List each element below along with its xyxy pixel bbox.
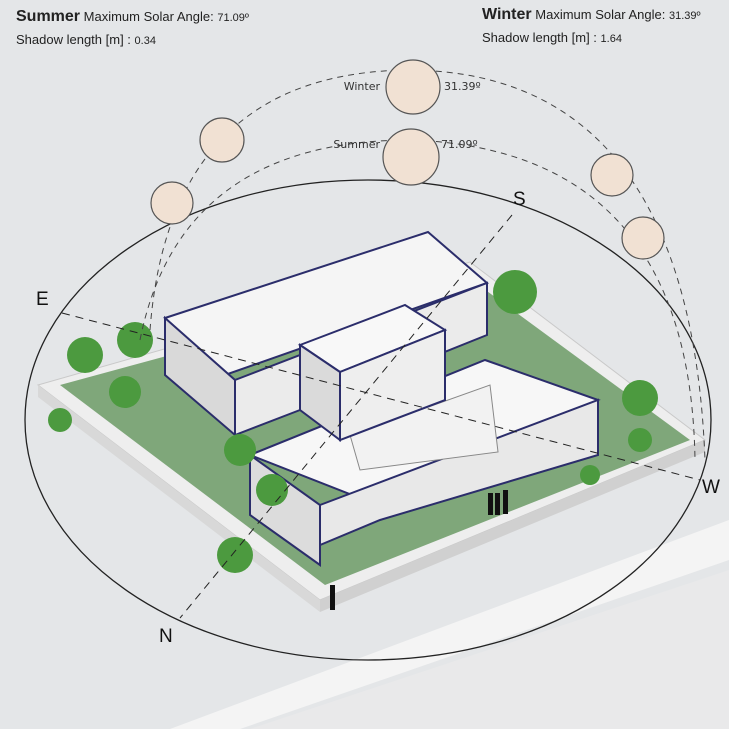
winter-sun-icon [385,59,441,115]
compass-north: N [159,626,173,647]
central-box [339,328,446,442]
south-north-axis [179,214,513,619]
winter-angle-value: 31.39º [668,10,701,22]
summer-info: Summer Maximum Solar Angle: 71.09º Shado… [16,6,249,52]
summer-sun-angle: 71.09º [441,138,478,151]
trees [48,270,658,573]
compass-west: W [702,477,720,498]
compass-south: S [513,189,526,210]
winter-title: Winter [482,6,532,23]
people [330,490,508,610]
lower-facade [319,398,599,547]
winter-sun-angle: 31.39º [444,80,481,93]
sun-icon [621,216,665,260]
sun-positions [150,59,665,260]
summer-angle-value: 71.09º [217,12,249,24]
summer-sun-path [139,139,696,461]
summer-angle-label: Maximum Solar Angle: [83,9,214,24]
winter-shadow-label: Shadow length [m] : [482,30,597,45]
road-stripe [170,520,729,729]
summer-sun-icon [382,128,440,186]
winter-info: Winter Maximum Solar Angle: 31.39º Shado… [482,4,701,50]
sky-dome-ellipse [24,179,712,661]
sun-icon [199,117,245,163]
winter-sun-label: Winter [344,80,381,93]
road [250,570,729,729]
summer-shadow-value: 0.34 [134,35,156,47]
sun-icon [150,181,194,225]
summer-title: Summer [16,8,81,25]
sun-icon [590,153,634,197]
east-west-axis [61,312,701,481]
winter-angle-label: Maximum Solar Angle: [535,7,666,22]
summer-shadow-label: Shadow length [m] : [16,32,131,47]
summer-sun-label: Summer [333,138,380,151]
compass-east: E [36,289,49,310]
winter-shadow-value: 1.64 [600,33,622,45]
